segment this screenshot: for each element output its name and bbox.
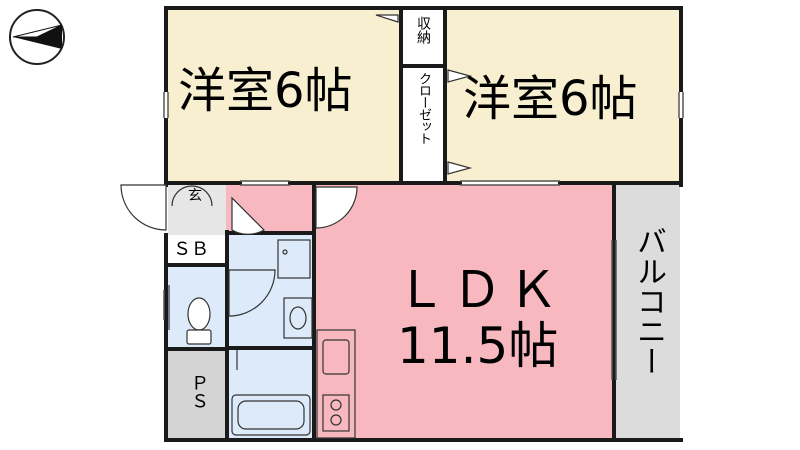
- western-room-right-floor: [447, 10, 679, 182]
- ps-floor: [168, 350, 226, 438]
- walls: [164, 6, 683, 442]
- toilet-icon: [186, 297, 212, 345]
- bathtub-icon: [231, 394, 311, 436]
- entrance-floor: [168, 185, 226, 235]
- shoe-box-label: ＳＢ: [173, 239, 209, 260]
- north-arrow-icon: [9, 9, 65, 65]
- windows: [163, 92, 684, 380]
- balcony-label: バルコニー: [631, 226, 666, 376]
- ldk-floor: [313, 185, 613, 438]
- shoebox-floor: [168, 235, 226, 265]
- entrance-label: 玄: [188, 188, 202, 204]
- washing-machine-pan-icon: [277, 239, 311, 279]
- ldk-title: ＬＤＫ: [396, 261, 564, 319]
- western-room-left-label: 洋室6帖: [178, 63, 353, 119]
- pipe-space-label: ＰＳ: [188, 374, 209, 410]
- western-room-left-floor: [168, 10, 401, 182]
- storage-floor: [403, 10, 444, 65]
- western-room-right-label: 洋室6帖: [463, 71, 638, 127]
- stove-icon: [322, 394, 350, 432]
- kitchen-sink-icon: [322, 339, 350, 375]
- balcony-floor: [616, 185, 680, 438]
- door-swing-icon: [120, 14, 473, 370]
- ldk-size: 11.5帖: [397, 317, 559, 375]
- washbasin-icon: [283, 297, 313, 339]
- storage-label: 収納: [415, 16, 431, 44]
- closet-floor: [403, 68, 444, 182]
- closet-label: クローゼット: [416, 72, 431, 144]
